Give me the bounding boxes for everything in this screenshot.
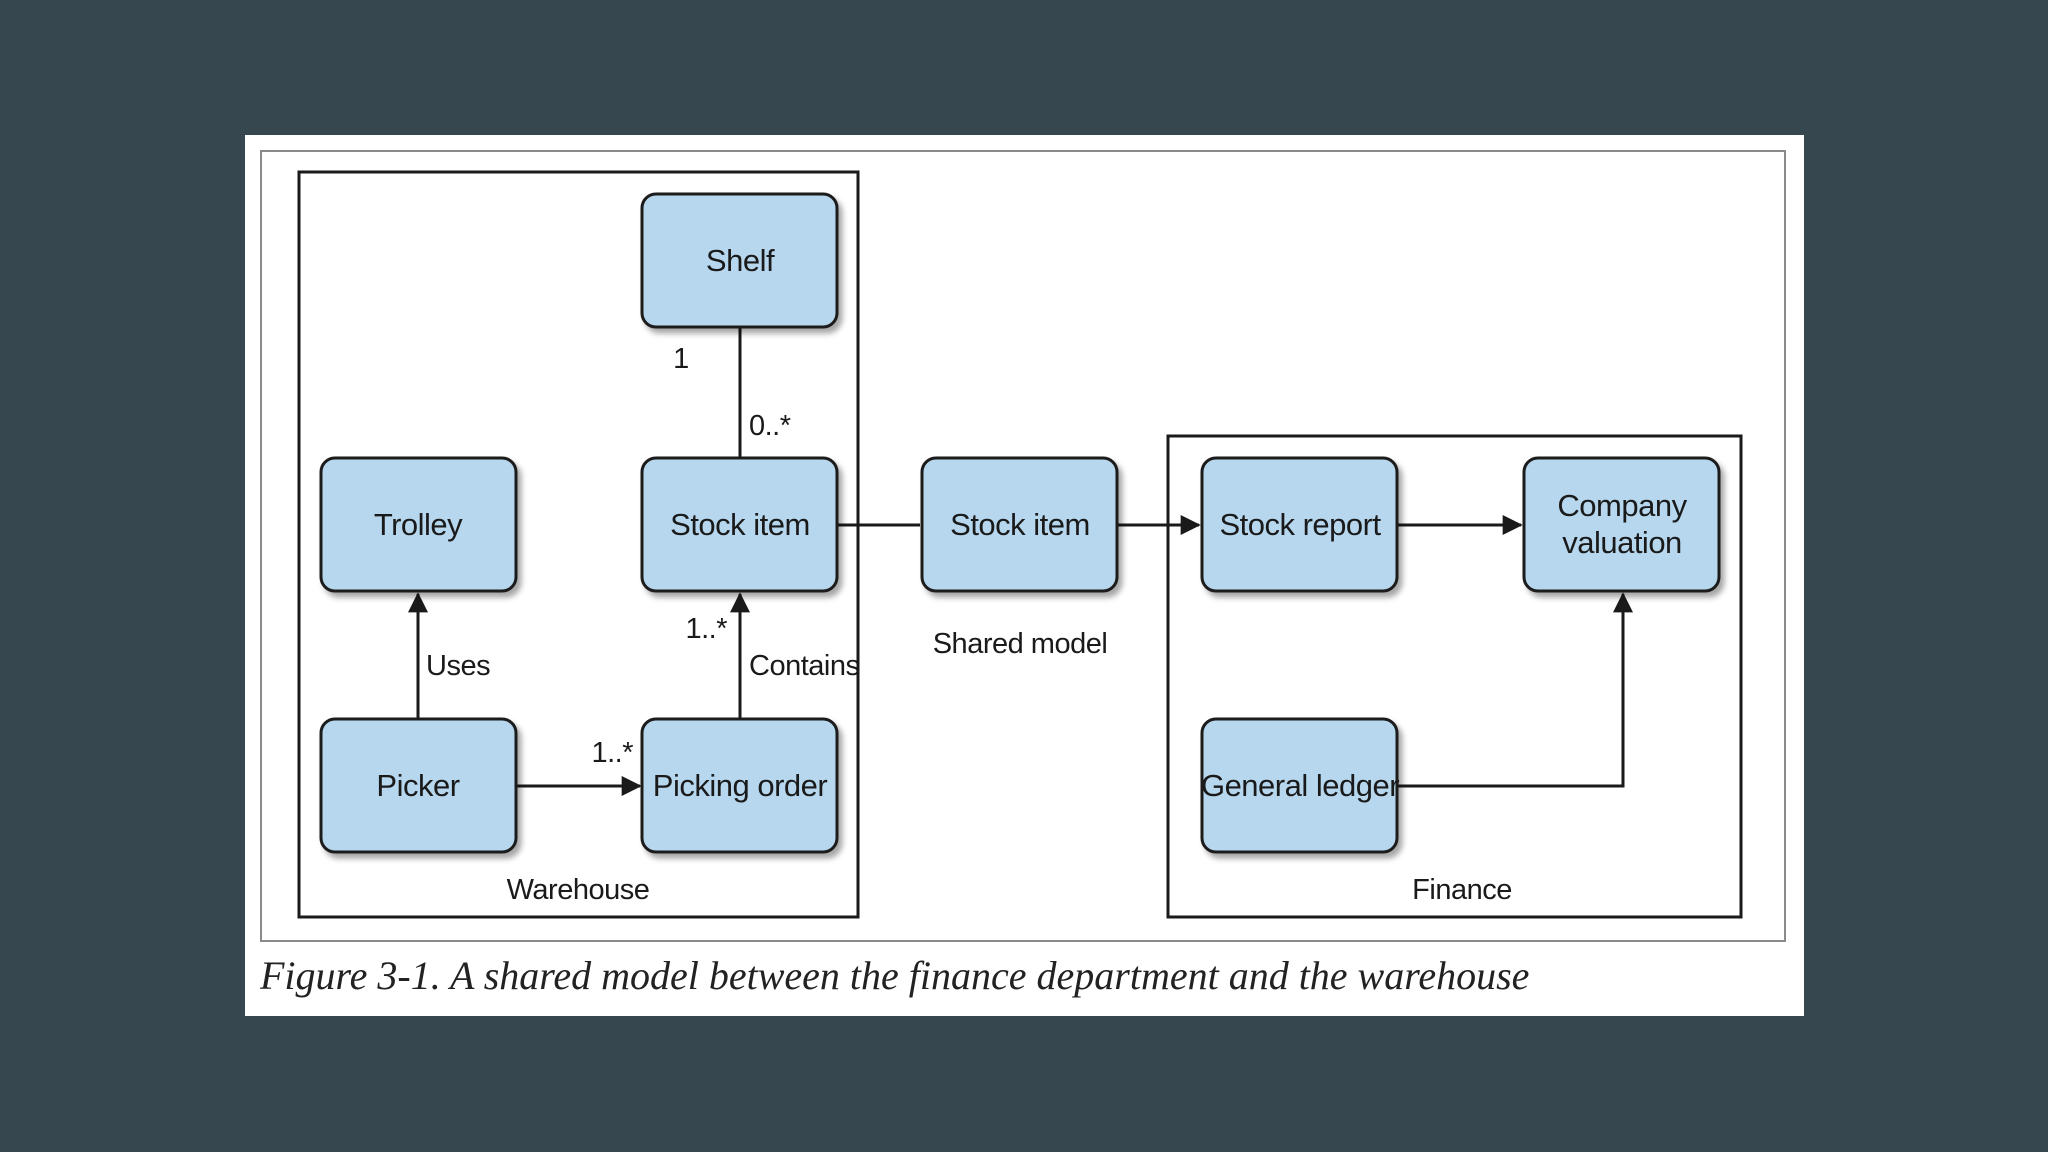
shelf-node-label: Shelf xyxy=(706,243,775,278)
stock-item-warehouse-label: Stock item xyxy=(670,507,810,542)
contains-label: Contains xyxy=(749,650,859,682)
finance-group-label: Finance xyxy=(1412,874,1512,906)
stock-item-multiplicity: 0..* xyxy=(749,410,791,442)
shelf-multiplicity: 1 xyxy=(673,343,689,375)
picker-label: Picker xyxy=(376,768,459,803)
ledger-to-valuation-arrow xyxy=(1397,592,1633,788)
warehouse-group xyxy=(297,170,860,919)
stock-report-label: Stock report xyxy=(1219,507,1381,542)
warehouse-group-label: Warehouse xyxy=(507,874,650,906)
trolley-node: Trolley xyxy=(319,456,518,593)
picking-order-node: Picking order xyxy=(640,717,839,854)
general-ledger-node: General ledger xyxy=(1200,717,1400,854)
stock-item-shared-label: Stock item xyxy=(950,507,1090,542)
shared-model-diagram: Shelf Trolley Stock item Stock item Stoc… xyxy=(297,170,1743,919)
shelf-node: Shelf xyxy=(640,192,839,329)
figure-caption: Figure 3-1. A shared model between the f… xyxy=(260,953,1530,998)
company-valuation-label-line1: Company xyxy=(1557,488,1687,523)
figure-frame xyxy=(260,150,1786,942)
stock-report-node: Stock report xyxy=(1200,456,1399,593)
figure-page: Shelf Trolley Stock item Stock item Stoc… xyxy=(245,135,1804,1016)
company-valuation-node: Company valuation xyxy=(1522,456,1721,593)
shared-model-label: Shared model xyxy=(933,628,1108,660)
company-valuation-label-line2: valuation xyxy=(1562,525,1682,560)
stock-item-shared-node: Stock item xyxy=(920,456,1119,593)
picker-node: Picker xyxy=(319,717,518,854)
picking-order-label: Picking order xyxy=(653,768,828,803)
finance-group xyxy=(1166,434,1743,919)
picks-multiplicity: 1..* xyxy=(591,737,633,769)
general-ledger-label: General ledger xyxy=(1201,768,1399,803)
stock-item-warehouse-node: Stock item xyxy=(640,456,839,593)
uses-label: Uses xyxy=(426,650,490,682)
contains-multiplicity: 1..* xyxy=(685,613,727,645)
trolley-node-label: Trolley xyxy=(374,507,463,542)
